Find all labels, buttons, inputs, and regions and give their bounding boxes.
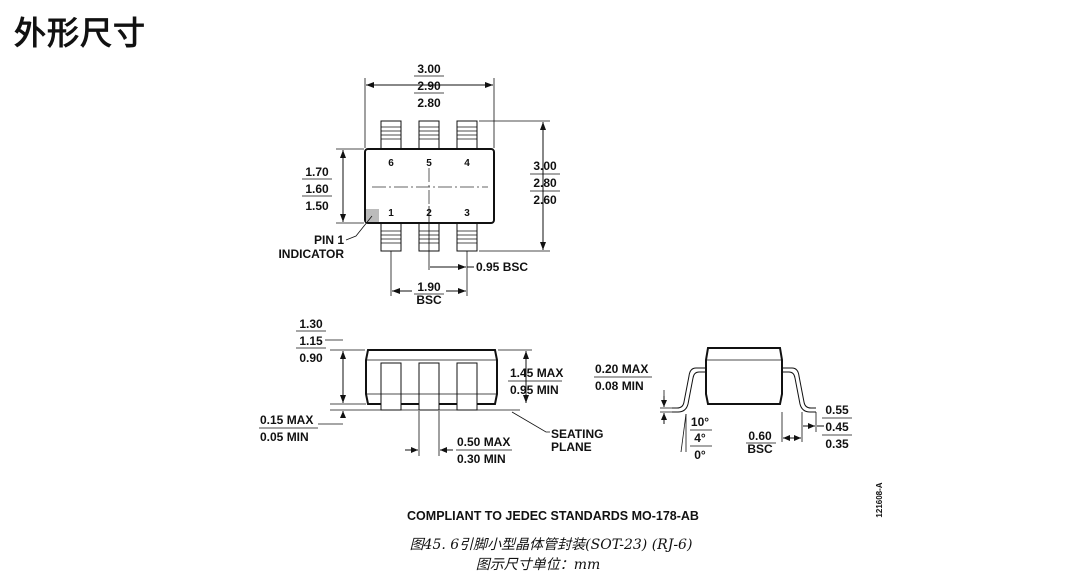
foot-nom: 0.45 [825,420,849,434]
overall-height-nom: 2.80 [533,176,557,190]
pin-number-3: 3 [464,208,470,219]
span-value: 1.90 [417,280,441,294]
total-height-nom: 1.15 [299,334,323,348]
lead-width-max: 0.50 MAX [457,435,510,449]
width-min: 2.80 [417,96,441,110]
standoff-max: 0.15 MAX [260,413,313,427]
side-body-height-max: 1.45 MAX [510,366,563,380]
page-title: 外形尺寸 [14,14,147,52]
document-id: 121608-A [875,482,884,517]
pitch-label: 0.95 BSC [476,260,528,274]
angle-max: 10° [691,415,709,429]
body-height-nom: 1.60 [305,182,329,196]
foot-max: 0.55 [825,403,849,417]
pin1-indicator-label-line1: PIN 1 [314,233,344,247]
total-height-max: 1.30 [299,317,323,331]
width-max: 3.00 [417,62,441,76]
top-view: 3.00 2.90 2.80 6 5 4 [278,62,560,307]
side-view: 1.30 1.15 0.90 1.45 MAX 0.95 MIN 0.15 MA… [259,317,603,466]
lead-thickness-max: 0.20 MAX [595,362,648,376]
overall-height-min: 2.60 [533,193,557,207]
compliance-note: COMPLIANT TO JEDEC STANDARDS MO-178-AB [407,509,699,523]
end-view: 0.20 MAX 0.08 MIN 10° 4° 0° 0.60 BSC 0.5… [594,347,852,462]
total-height-min: 0.90 [299,351,323,365]
pin-number-4: 4 [464,158,470,169]
width-nom: 2.90 [417,79,441,93]
lead-3 [456,222,478,252]
pin-number-6: 6 [388,158,394,169]
pin-number-1: 1 [388,208,394,219]
lead-1 [380,222,402,252]
lead-width-min: 0.30 MIN [457,452,506,466]
lead-thickness-min: 0.08 MIN [595,379,644,393]
package-body-end [705,347,783,405]
pin1-indicator-mark [366,209,379,222]
foot-length-value: 0.60 [748,429,772,443]
angle-nom: 4° [694,431,706,445]
pin1-indicator-label-line2: INDICATOR [278,247,344,261]
package-body-top [364,148,495,224]
seating-plane-label-line2: PLANE [551,440,592,454]
body-height-max: 1.70 [305,165,329,179]
figure-units-note: 图示尺寸单位：mm [476,557,601,573]
overall-height-max: 3.00 [533,159,557,173]
pin-number-5: 5 [426,158,432,169]
foot-length-bsc: BSC [747,442,773,456]
figure-caption: 图45. 6引脚小型晶体管封装(SOT-23) (RJ-6) [410,537,693,553]
side-body-height-min: 0.95 MIN [510,383,559,397]
body-height-min: 1.50 [305,199,329,213]
seating-plane-label-line1: SEATING [551,427,603,441]
span-bsc: BSC [416,293,442,307]
foot-min: 0.35 [825,437,849,451]
standoff-min: 0.05 MIN [260,430,309,444]
angle-min: 0° [694,448,706,462]
